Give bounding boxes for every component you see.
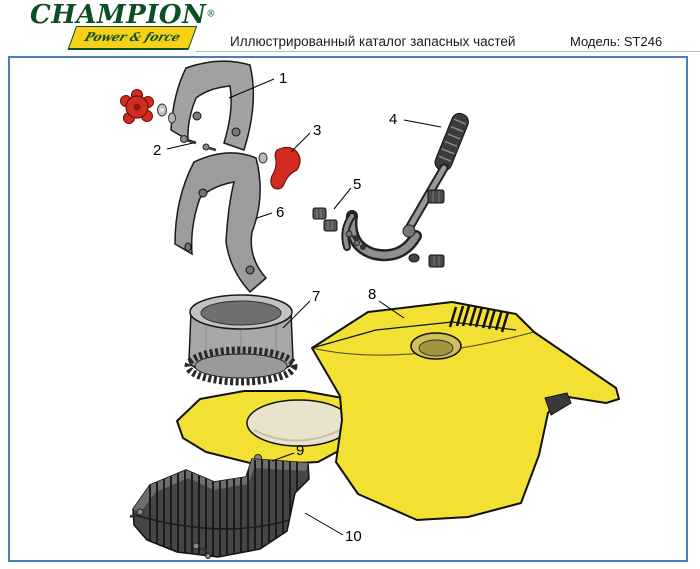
vent-slats — [448, 305, 510, 333]
deflector-knob-red — [120, 89, 154, 124]
washers — [157, 103, 176, 124]
callout-5: 5 — [333, 176, 361, 210]
callout-3: 3 — [290, 122, 321, 153]
callout-6-label: 6 — [276, 204, 284, 221]
callout-10-line — [304, 512, 344, 536]
chute-mount-opening — [246, 399, 352, 447]
gear-teeth-ring — [184, 346, 298, 386]
callout-8-label: 8 — [368, 286, 376, 303]
catalog-title: Иллюстрированный каталог запасных частей — [230, 34, 516, 49]
page-header: CHAMPION® Power & force Иллюстрированный… — [0, 0, 700, 56]
part-5-bushings — [312, 207, 360, 246]
part-1-chute-deflector — [170, 60, 255, 151]
diagram-frame: 1 2 3 4 5 6 7 — [8, 56, 688, 562]
model-label: Модель: ST246 — [570, 34, 663, 49]
callout-2-line — [166, 142, 194, 150]
callout-10-label: 10 — [345, 528, 362, 545]
callout-10: 10 — [304, 512, 362, 545]
tagline-text: Power & force — [82, 30, 183, 44]
callout-9-line — [271, 452, 295, 462]
lever-pivot — [402, 224, 416, 238]
side-notch — [544, 392, 572, 416]
part-2-screws — [180, 135, 217, 152]
callout-7-label: 7 — [312, 288, 320, 305]
callout-4-line — [403, 119, 442, 128]
lever-grip — [434, 112, 469, 172]
deflector-panel — [170, 60, 255, 151]
callout-4-label: 4 — [389, 111, 397, 128]
callout-3-label: 3 — [313, 122, 321, 139]
chute-middle-panel — [174, 152, 268, 294]
knurled-nut — [427, 189, 445, 204]
callout-1-label: 1 — [279, 70, 287, 87]
callout-6: 6 — [256, 204, 284, 221]
part-3-crank-handle — [258, 146, 301, 190]
callout-9-label: 9 — [296, 442, 304, 459]
callout-5-label: 5 — [353, 176, 361, 193]
callout-8: 8 — [368, 286, 405, 319]
exploded-parts-diagram: 1 2 3 4 5 6 7 — [120, 60, 620, 559]
callout-9: 9 — [271, 442, 304, 462]
part-7-chute-base-ring — [184, 294, 298, 386]
callout-2: 2 — [153, 142, 194, 159]
registered-mark: ® — [206, 9, 216, 20]
tagline-banner: Power & force — [67, 26, 197, 49]
callout-8-line — [378, 300, 405, 319]
champion-logo: CHAMPION® Power & force — [30, 2, 215, 49]
callout-5-line — [333, 187, 352, 210]
part-8-body-housing — [176, 301, 620, 521]
callout-7: 7 — [282, 288, 320, 329]
bolt-hole — [245, 265, 255, 275]
brand-text: CHAMPION — [30, 0, 207, 30]
part-10-grille-panel — [129, 458, 310, 559]
callout-1: 1 — [228, 70, 287, 99]
bolt-hole — [198, 188, 208, 198]
bolt-hole — [231, 127, 241, 137]
callout-7-line — [282, 300, 311, 329]
callout-3-line — [290, 132, 311, 153]
part-6-chute-middle — [174, 152, 268, 294]
header-divider — [196, 51, 700, 52]
callout-6-line — [256, 212, 273, 219]
brand-line: CHAMPION® — [30, 2, 215, 28]
knurled-nut — [428, 254, 445, 268]
part-4-control-lever — [341, 112, 469, 268]
bolt-hole — [192, 111, 202, 121]
callout-1-line — [228, 78, 275, 99]
callout-2-label: 2 — [153, 142, 161, 159]
callout-4: 4 — [389, 111, 442, 128]
